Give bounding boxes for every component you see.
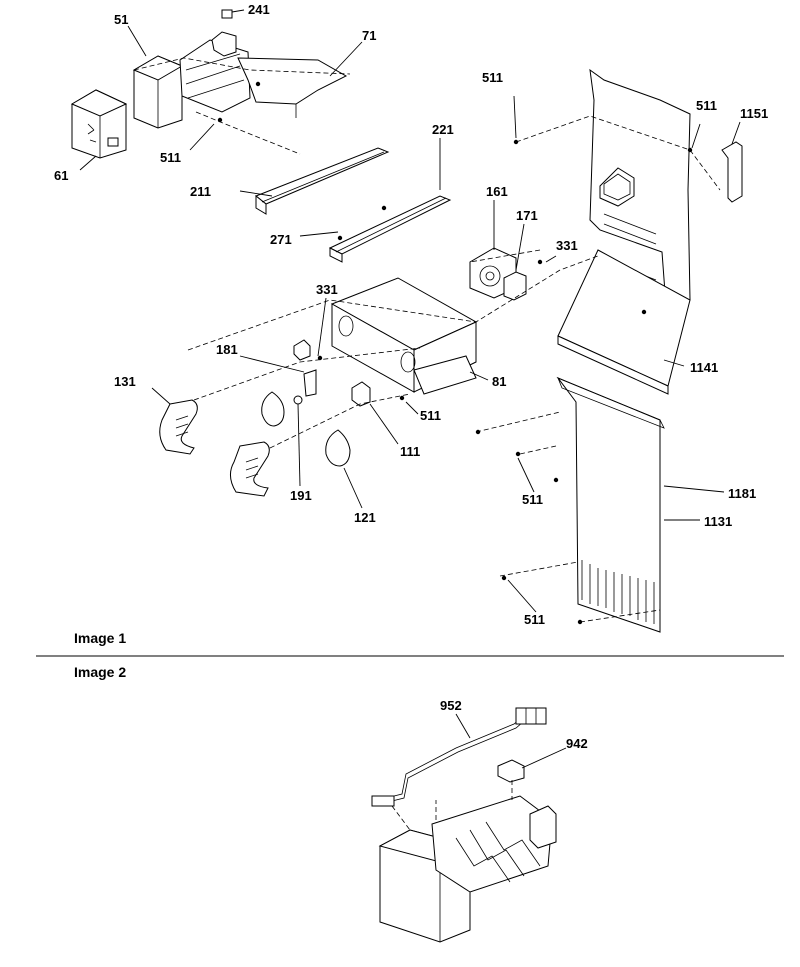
callout-241: 241: [248, 2, 270, 17]
assembly-guide-lines: [133, 57, 721, 623]
assembly-guide-lines-2: [391, 780, 513, 831]
ice-maker-shield: [237, 57, 348, 118]
callout-511-e: 511: [522, 492, 543, 507]
screw-191: [293, 395, 303, 405]
callout-181: 181: [216, 342, 238, 357]
callout-121: 121: [354, 510, 376, 525]
callout-511-d: 511: [420, 408, 441, 423]
lower-panel-1131: [556, 376, 665, 633]
callout-61: 61: [54, 168, 68, 183]
leader-lines: [79, 9, 741, 613]
callout-331-b: 331: [316, 282, 338, 297]
callout-1141: 1141: [690, 360, 718, 375]
thermostat-942: [497, 759, 525, 783]
callout-191: 191: [290, 488, 312, 503]
callout-211: 211: [190, 184, 211, 199]
callout-952: 952: [440, 698, 462, 713]
section-caption-1: Image 1: [74, 630, 126, 646]
ice-maker-unit: [378, 795, 557, 943]
screw-241: [221, 9, 233, 19]
callout-71: 71: [362, 28, 376, 43]
dispenser-lever-upper: [159, 399, 198, 455]
callout-511-f: 511: [524, 612, 545, 627]
back-panel-upper: [589, 68, 691, 307]
leader-lines-2: [455, 713, 567, 769]
callout-511-a: 511: [160, 150, 181, 165]
switch-111: [351, 381, 371, 407]
callout-1131: 1131: [704, 514, 732, 529]
callout-942: 942: [566, 736, 588, 751]
callout-labels: 241 51 71 61 511 511 511 1151 211 221 16…: [54, 2, 768, 627]
callout-221: 221: [432, 122, 454, 137]
ice-maker-front-cover: [70, 89, 128, 159]
callout-131: 131: [114, 374, 136, 389]
wire-harness-952: [371, 707, 547, 807]
ice-maker-assembly: [132, 31, 251, 129]
callout-111: 111: [400, 444, 420, 459]
callout-81: 81: [492, 374, 506, 389]
callout-1181: 1181: [728, 486, 756, 501]
slide-rail-221: [328, 195, 452, 263]
dispenser-lever-lower: [230, 441, 270, 497]
callout-511-b: 511: [482, 70, 503, 85]
solenoid-171: [503, 271, 527, 301]
callout-331-a: 331: [556, 238, 578, 253]
lamp-bulb-left: [261, 391, 285, 427]
section-caption-2: Image 2: [74, 664, 126, 680]
bracket-1151: [721, 141, 743, 203]
slide-rail-211: [255, 147, 390, 215]
screws: [217, 81, 693, 625]
switch-bracket-181: [293, 339, 317, 397]
callout-51: 51: [114, 12, 128, 27]
callout-161: 161: [486, 184, 508, 199]
callout-271: 271: [270, 232, 292, 247]
callout-1151: 1151: [740, 106, 768, 121]
callout-171: 171: [516, 208, 538, 223]
chute-1141: [557, 249, 691, 395]
callout-511-c: 511: [696, 98, 717, 113]
lamp-bulb-121: [325, 429, 351, 467]
dispenser-housing: [330, 277, 478, 395]
